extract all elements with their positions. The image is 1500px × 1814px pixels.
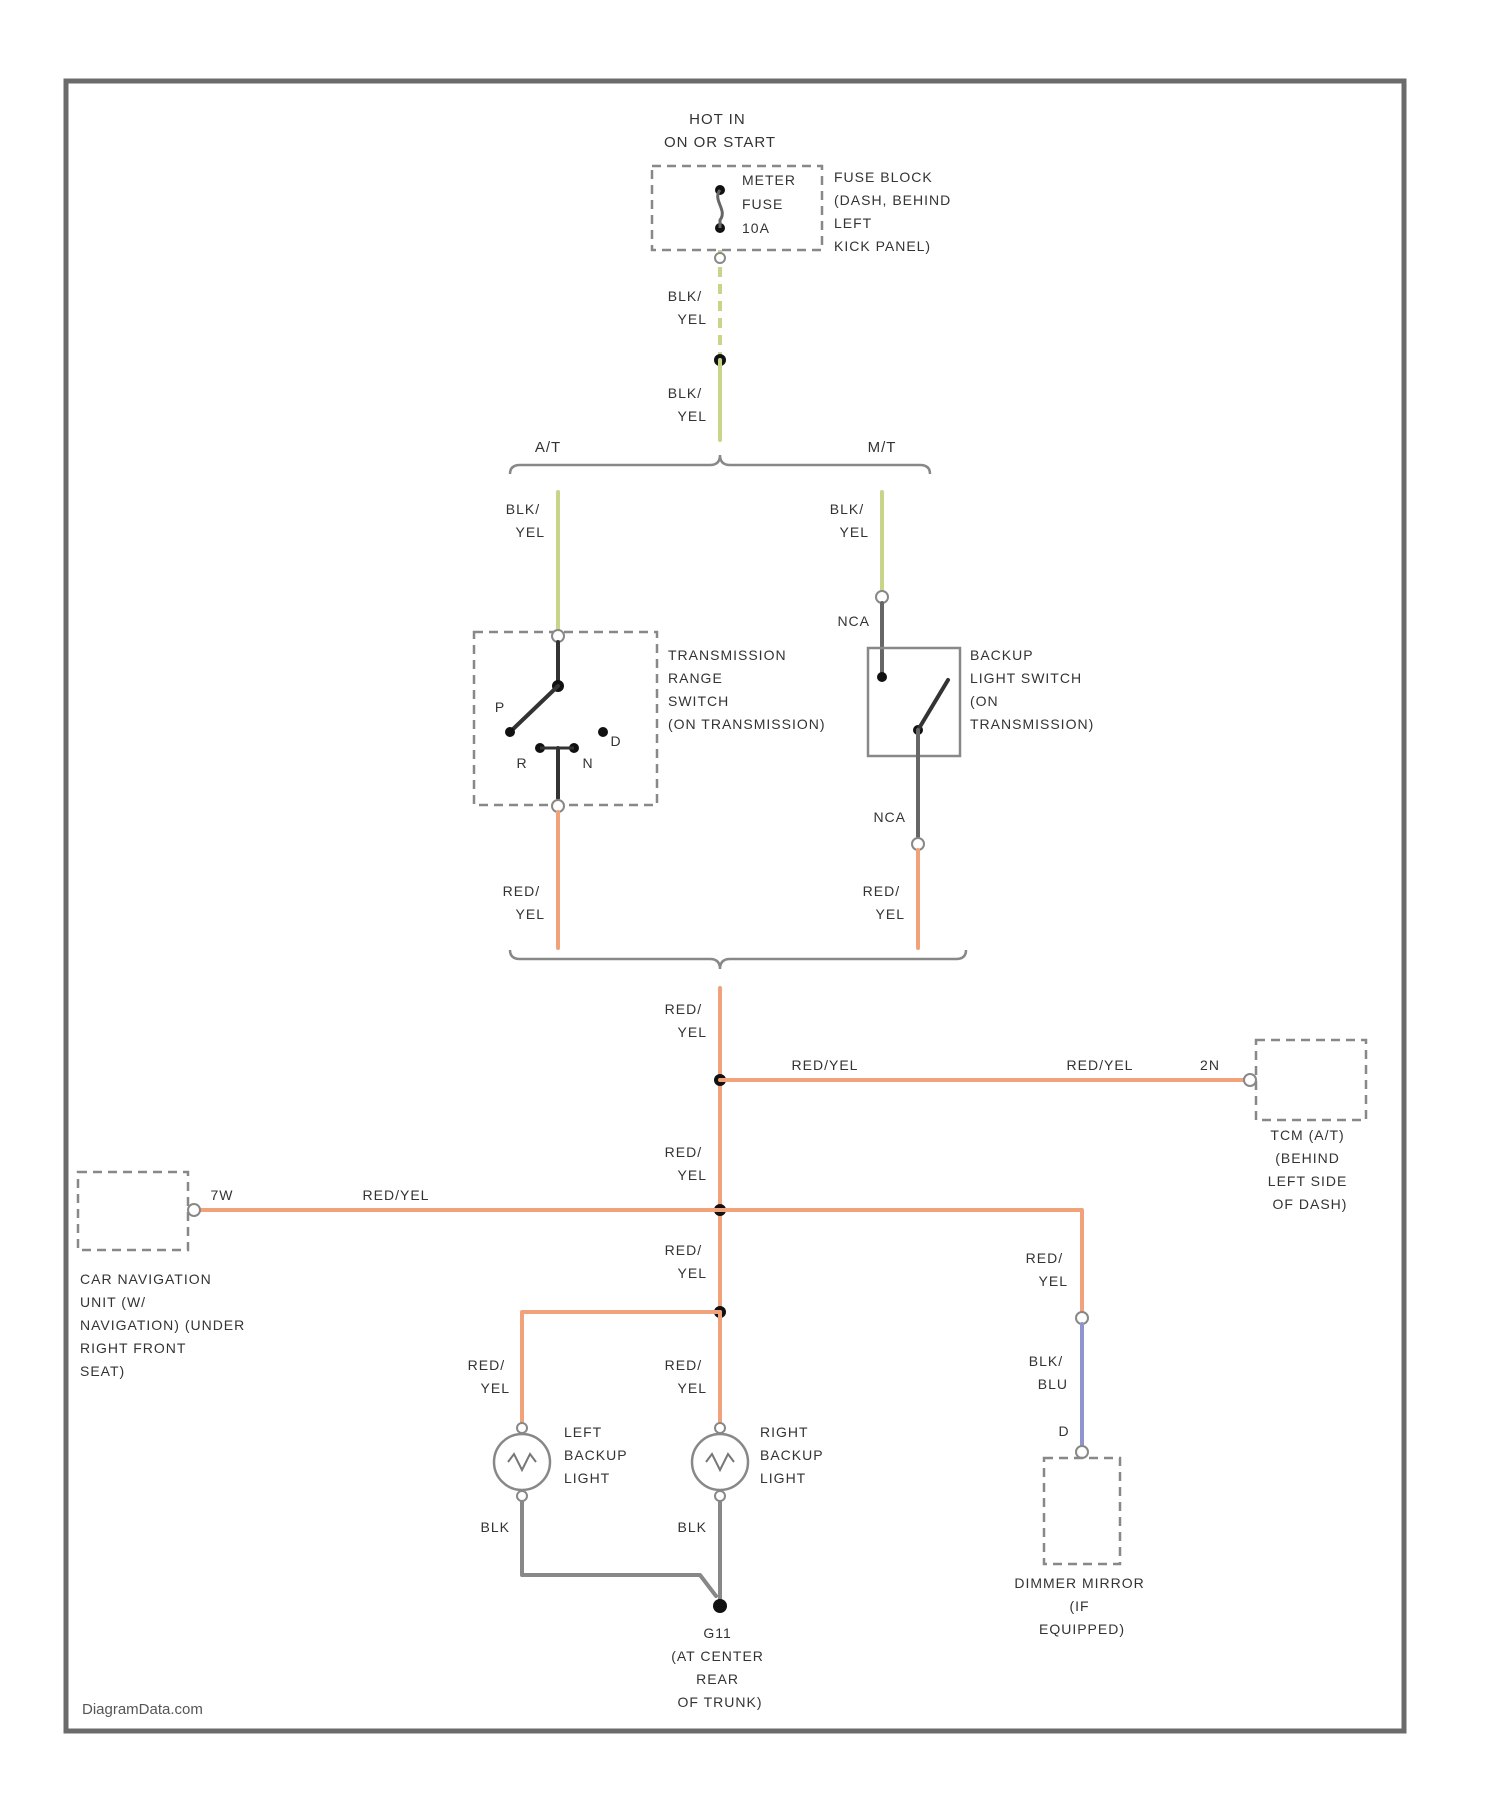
diagram-frame — [66, 81, 1404, 1731]
wire-label-red-yel-at: RED/ YEL — [503, 883, 545, 922]
nav-pin-label: 7W — [211, 1187, 234, 1203]
dimmer-mirror-box — [1044, 1458, 1120, 1564]
ground-label: G11 (AT CENTER REAR OF TRUNK) — [671, 1625, 769, 1710]
right-backup-light-label: RIGHT BACKUP LIGHT — [760, 1424, 828, 1486]
trs-position-r: R — [516, 755, 527, 771]
branch-label-at: A/T — [535, 439, 561, 456]
wire-label-blk-right: BLK — [678, 1519, 707, 1535]
trs-contact-d — [598, 727, 608, 737]
branch-label-mt: M/T — [868, 439, 897, 456]
trs-position-n: N — [582, 755, 593, 771]
bls-contact-arm — [918, 680, 948, 730]
wire-label-blk-blu: BLK/ BLU — [1029, 1353, 1068, 1392]
brace-top — [510, 455, 930, 474]
wire-label-blk-yel-mt: BLK/ YEL — [830, 501, 869, 540]
wire-label-red-yel-right: RED/ YEL — [665, 1357, 707, 1396]
left-backup-pin-bottom — [517, 1491, 527, 1501]
right-backup-light-filament — [706, 1454, 734, 1470]
wire-label-nca-top: NCA — [837, 613, 870, 629]
wire-blk-left-ground — [522, 1502, 716, 1596]
wire-label-red-yel-trunk-3: RED/ YEL — [665, 1242, 707, 1281]
left-backup-light-bulb — [494, 1434, 550, 1490]
wire-label-red-yel-mt: RED/ YEL — [863, 883, 905, 922]
right-backup-pin-top — [715, 1423, 725, 1433]
wire-label-red-yel-nav: RED/YEL — [363, 1187, 430, 1203]
wire-label-red-yel-trunk-2: RED/ YEL — [665, 1144, 707, 1183]
wire-label-red-yel-left: RED/ YEL — [468, 1357, 510, 1396]
left-backup-light-label: LEFT BACKUP LIGHT — [564, 1424, 632, 1486]
wire-label-red-yel-tcm-1: RED/YEL — [792, 1057, 859, 1073]
wire-label-blk-yel-1: BLK/ YEL — [668, 288, 707, 327]
bls-contact-top — [877, 672, 887, 682]
watermark: DiagramData.com — [82, 1701, 203, 1718]
right-backup-pin-bottom — [715, 1491, 725, 1501]
ground-point — [713, 1599, 727, 1613]
brace-bottom — [510, 950, 966, 969]
nav-pin — [188, 1204, 200, 1216]
dimmer-mirror-label: DIMMER MIRROR (IF EQUIPPED) — [1014, 1575, 1149, 1637]
transmission-range-switch-box — [474, 632, 657, 805]
fuse-block-label: FUSE BLOCK (DASH, BEHIND LEFT KICK PANEL… — [834, 169, 956, 254]
tcm-pin — [1244, 1074, 1256, 1086]
backup-light-switch-label: BACKUP LIGHT SWITCH (ON TRANSMISSION) — [970, 647, 1094, 732]
trs-contact-arm — [510, 686, 558, 732]
wire-label-nca-bottom: NCA — [873, 809, 906, 825]
wire-label-blk-left: BLK — [481, 1519, 510, 1535]
wire-label-blk-yel-at: BLK/ YEL — [506, 501, 545, 540]
fuse-element — [718, 190, 723, 228]
fuse-out-pin — [715, 253, 725, 263]
wire-label-red-yel-mirror: RED/ YEL — [1026, 1250, 1068, 1289]
left-backup-pin-top — [517, 1423, 527, 1433]
tcm-label: TCM (A/T) (BEHIND LEFT SIDE OF DASH) — [1268, 1127, 1352, 1212]
fuse-label: METER FUSE 10A — [742, 172, 801, 236]
tcm-box — [1256, 1040, 1366, 1120]
transmission-range-switch-label: TRANSMISSION RANGE SWITCH (ON TRANSMISSI… — [668, 647, 826, 732]
trs-contact-p — [505, 727, 515, 737]
tcm-pin-label: 2N — [1200, 1057, 1220, 1073]
wire-label-red-yel-tcm-2: RED/YEL — [1067, 1057, 1134, 1073]
wire-label-red-yel-trunk-1: RED/ YEL — [665, 1001, 707, 1040]
mirror-pin-label: D — [1058, 1423, 1069, 1439]
left-backup-light-filament — [508, 1454, 536, 1470]
car-navigation-label: CAR NAVIGATION UNIT (W/ NAVIGATION) (UND… — [80, 1271, 250, 1379]
car-navigation-box — [78, 1172, 188, 1250]
right-backup-light-bulb — [692, 1434, 748, 1490]
trs-position-d: D — [610, 733, 621, 749]
trs-position-p: P — [495, 699, 505, 715]
wire-label-blk-yel-2: BLK/ YEL — [668, 385, 707, 424]
mirror-pin — [1076, 1446, 1088, 1458]
hot-in-label: HOT IN ON OR START — [664, 111, 776, 151]
